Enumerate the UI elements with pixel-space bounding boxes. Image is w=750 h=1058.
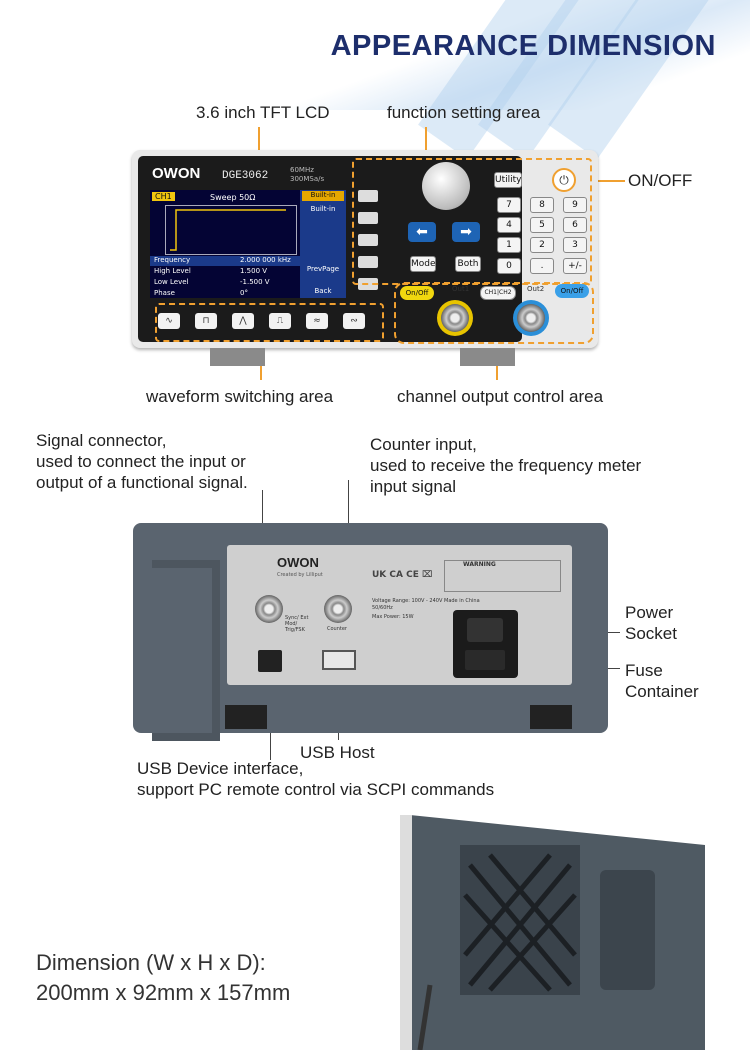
- front-foot-right: [460, 348, 515, 366]
- rear-foot-right: [530, 705, 572, 729]
- power-rating-label: Max Power: 15W: [372, 614, 414, 620]
- compliance-marks: UK CA CE ⌧: [372, 570, 433, 580]
- param-row[interactable]: Low Level-1.500 V: [154, 278, 270, 286]
- warning-label: WARNING: [444, 560, 561, 592]
- key-3[interactable]: 3: [563, 237, 587, 253]
- sine-wave-button[interactable]: ∿: [158, 313, 180, 329]
- softkey-back[interactable]: Back: [314, 287, 332, 295]
- counter-bnc-connector[interactable]: [324, 595, 352, 623]
- model-label: DGE3062: [222, 170, 269, 182]
- rear-brand-logo: OWON: [277, 555, 319, 570]
- key-4[interactable]: 4: [497, 217, 521, 233]
- ch1-onoff-button[interactable]: On/Off: [400, 286, 434, 300]
- fuse-container-callout: Fuse Container: [625, 661, 699, 701]
- front-foot-left: [210, 348, 265, 366]
- power-icon[interactable]: ⏻: [552, 168, 576, 192]
- channel-badge: CH1: [152, 192, 175, 201]
- out1-bnc-connector[interactable]: [441, 304, 469, 332]
- header-background: [0, 0, 750, 160]
- utility-button[interactable]: Utility: [494, 172, 522, 188]
- onoff-leader-line: [575, 180, 625, 182]
- dimension-label: Dimension (W x H x D): 200mm x 92mm x 15…: [36, 950, 291, 1005]
- pulse-wave-button[interactable]: ⎍: [269, 313, 291, 329]
- lcd-callout: 3.6 inch TFT LCD: [196, 103, 330, 122]
- left-arrow-button[interactable]: ⬅: [408, 222, 436, 242]
- voltage-label: Voltage Range: 100V - 240V 50/60Hz: [372, 598, 443, 611]
- out2-label: Out2: [527, 285, 545, 293]
- made-in-label: Made in China: [444, 598, 480, 604]
- brand-logo: OWON: [152, 165, 201, 182]
- output-area-highlight: [394, 282, 594, 344]
- waveform-area-highlight: [155, 303, 384, 342]
- lcd-softkey-column: [300, 190, 346, 298]
- counter-input-callout: Counter input, used to receive the frequ…: [370, 435, 642, 496]
- sync-label: Sync/ Ext Mod/ Trig/FSK: [285, 615, 309, 633]
- waveform-area-callout: waveform switching area: [146, 387, 334, 406]
- arb-wave-button[interactable]: ∾: [343, 313, 365, 329]
- key-0[interactable]: 0: [497, 258, 521, 274]
- mode-indicator: Sweep 50Ω: [210, 193, 256, 202]
- right-arrow-button[interactable]: ➡: [452, 222, 480, 242]
- counter-label: Counter: [327, 626, 347, 632]
- ramp-wave-button[interactable]: ⋀: [232, 313, 254, 329]
- softkey-built-in-top[interactable]: Built-in: [302, 191, 344, 201]
- rear-foot-left: [225, 705, 267, 729]
- rear-brand-sub: Created by Lilliput: [277, 572, 323, 578]
- noise-wave-button[interactable]: ≈: [306, 313, 328, 329]
- power-socket-callout: Power Socket: [625, 603, 677, 643]
- page-title: APPEARANCE DIMENSION: [330, 30, 716, 62]
- side-softkey-4[interactable]: [358, 256, 378, 268]
- softkey-built-in[interactable]: Built-in: [310, 205, 336, 213]
- key-5[interactable]: 5: [530, 217, 554, 233]
- side-softkey-2[interactable]: [358, 212, 378, 224]
- side-softkey-3[interactable]: [358, 234, 378, 246]
- rear-handle-left: [152, 560, 220, 741]
- side-view-drawing: [400, 815, 705, 1051]
- usb-device-callout: USB Device interface, support PC remote …: [137, 759, 495, 799]
- key-dot[interactable]: .: [530, 258, 554, 274]
- output-area-callout: channel output control area: [397, 387, 604, 406]
- key-7[interactable]: 7: [497, 197, 521, 213]
- waveform-trace: [170, 209, 286, 251]
- usb-host-port[interactable]: [322, 650, 356, 670]
- onoff-callout: ON/OFF: [628, 171, 693, 190]
- spec-line1: 60MHz: [290, 166, 314, 174]
- key-2[interactable]: 2: [530, 237, 554, 253]
- key-1[interactable]: 1: [497, 237, 521, 253]
- ch2-onoff-button[interactable]: On/Off: [555, 284, 589, 298]
- square-wave-button[interactable]: ⊓: [195, 313, 217, 329]
- side-softkey-1[interactable]: [358, 190, 378, 202]
- usb-device-port[interactable]: [258, 650, 282, 672]
- key-plus-minus[interactable]: +/-: [563, 258, 587, 274]
- sync-bnc-connector[interactable]: [255, 595, 283, 623]
- usb-host-callout: USB Host: [300, 743, 375, 762]
- rotary-knob[interactable]: [422, 162, 470, 210]
- lcd-screen: [150, 190, 300, 298]
- both-button[interactable]: Both: [455, 256, 481, 272]
- out1-label: Out1: [452, 285, 470, 293]
- softkey-prevpage[interactable]: PrevPage: [306, 265, 340, 273]
- function-leader-line: [425, 127, 427, 157]
- function-area-highlight: [352, 158, 592, 285]
- signal-connector-callout: Signal connector, used to connect the in…: [36, 431, 248, 492]
- spec-line2: 300MSa/s: [290, 175, 325, 183]
- side-view-image: [400, 815, 705, 1051]
- waveform-display: [165, 205, 297, 255]
- fuse-holder[interactable]: [465, 650, 505, 670]
- mode-button[interactable]: Mode: [410, 256, 436, 272]
- key-8[interactable]: 8: [530, 197, 554, 213]
- power-socket[interactable]: [453, 610, 518, 678]
- function-area-callout: function setting area: [387, 103, 541, 122]
- key-9[interactable]: 9: [563, 197, 587, 213]
- out2-bnc-connector[interactable]: [517, 304, 545, 332]
- key-6[interactable]: 6: [563, 217, 587, 233]
- channel-switch-button[interactable]: CH1|CH2: [480, 286, 516, 300]
